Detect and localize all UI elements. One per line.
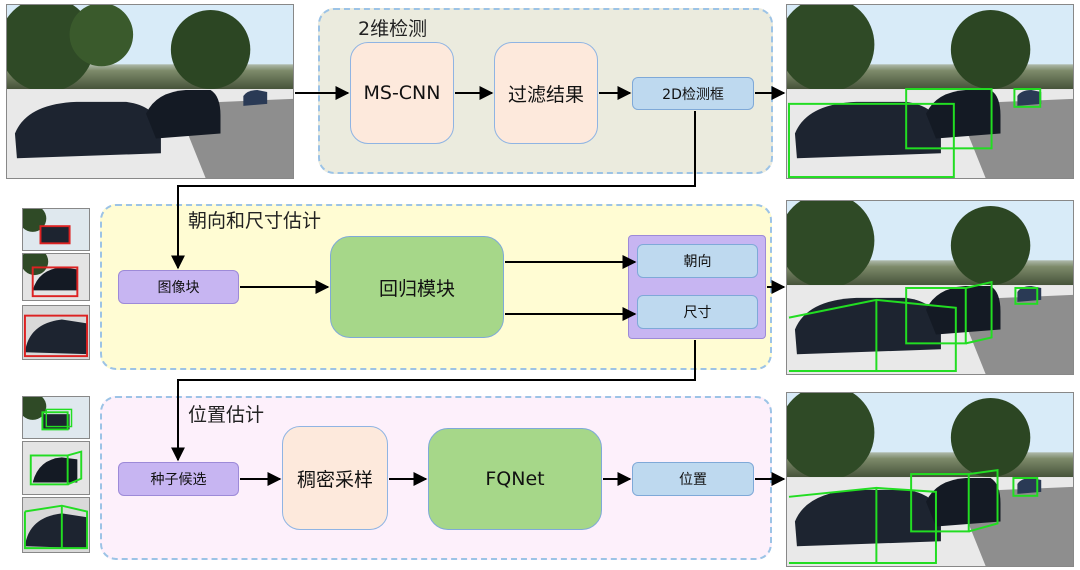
seed-thumb-3 bbox=[22, 497, 90, 553]
crop-thumb-2 bbox=[22, 253, 90, 301]
ms-cnn-node: MS-CNN bbox=[350, 42, 454, 144]
size-node: 尺寸 bbox=[637, 295, 758, 329]
input-photo bbox=[6, 4, 294, 179]
result-2d-boxes-photo bbox=[786, 4, 1074, 179]
seed-candidates-node: 种子候选 bbox=[118, 462, 239, 496]
orientation-node: 朝向 bbox=[637, 244, 758, 278]
seed-thumb-2 bbox=[22, 441, 90, 495]
dense-sampling-node: 稠密采样 bbox=[282, 426, 388, 530]
filter-results-node: 过滤结果 bbox=[494, 42, 598, 144]
stage-title-2d-detection: 2维检测 bbox=[358, 18, 428, 40]
seed-thumb-1 bbox=[22, 396, 90, 439]
stage-title-position: 位置估计 bbox=[188, 404, 265, 426]
crop-thumb-3 bbox=[22, 305, 90, 360]
result-partial-3d-photo bbox=[786, 200, 1074, 375]
regression-module-node: 回归模块 bbox=[330, 236, 504, 338]
crop-thumb-1 bbox=[22, 208, 90, 251]
location-node: 位置 bbox=[632, 462, 754, 496]
box-2d-node: 2D检测框 bbox=[632, 77, 754, 110]
image-patch-node: 图像块 bbox=[118, 270, 239, 304]
stage-title-orientation-size: 朝向和尺寸估计 bbox=[188, 210, 322, 232]
result-final-3d-photo bbox=[786, 392, 1074, 567]
fqnet-node: FQNet bbox=[428, 428, 602, 530]
